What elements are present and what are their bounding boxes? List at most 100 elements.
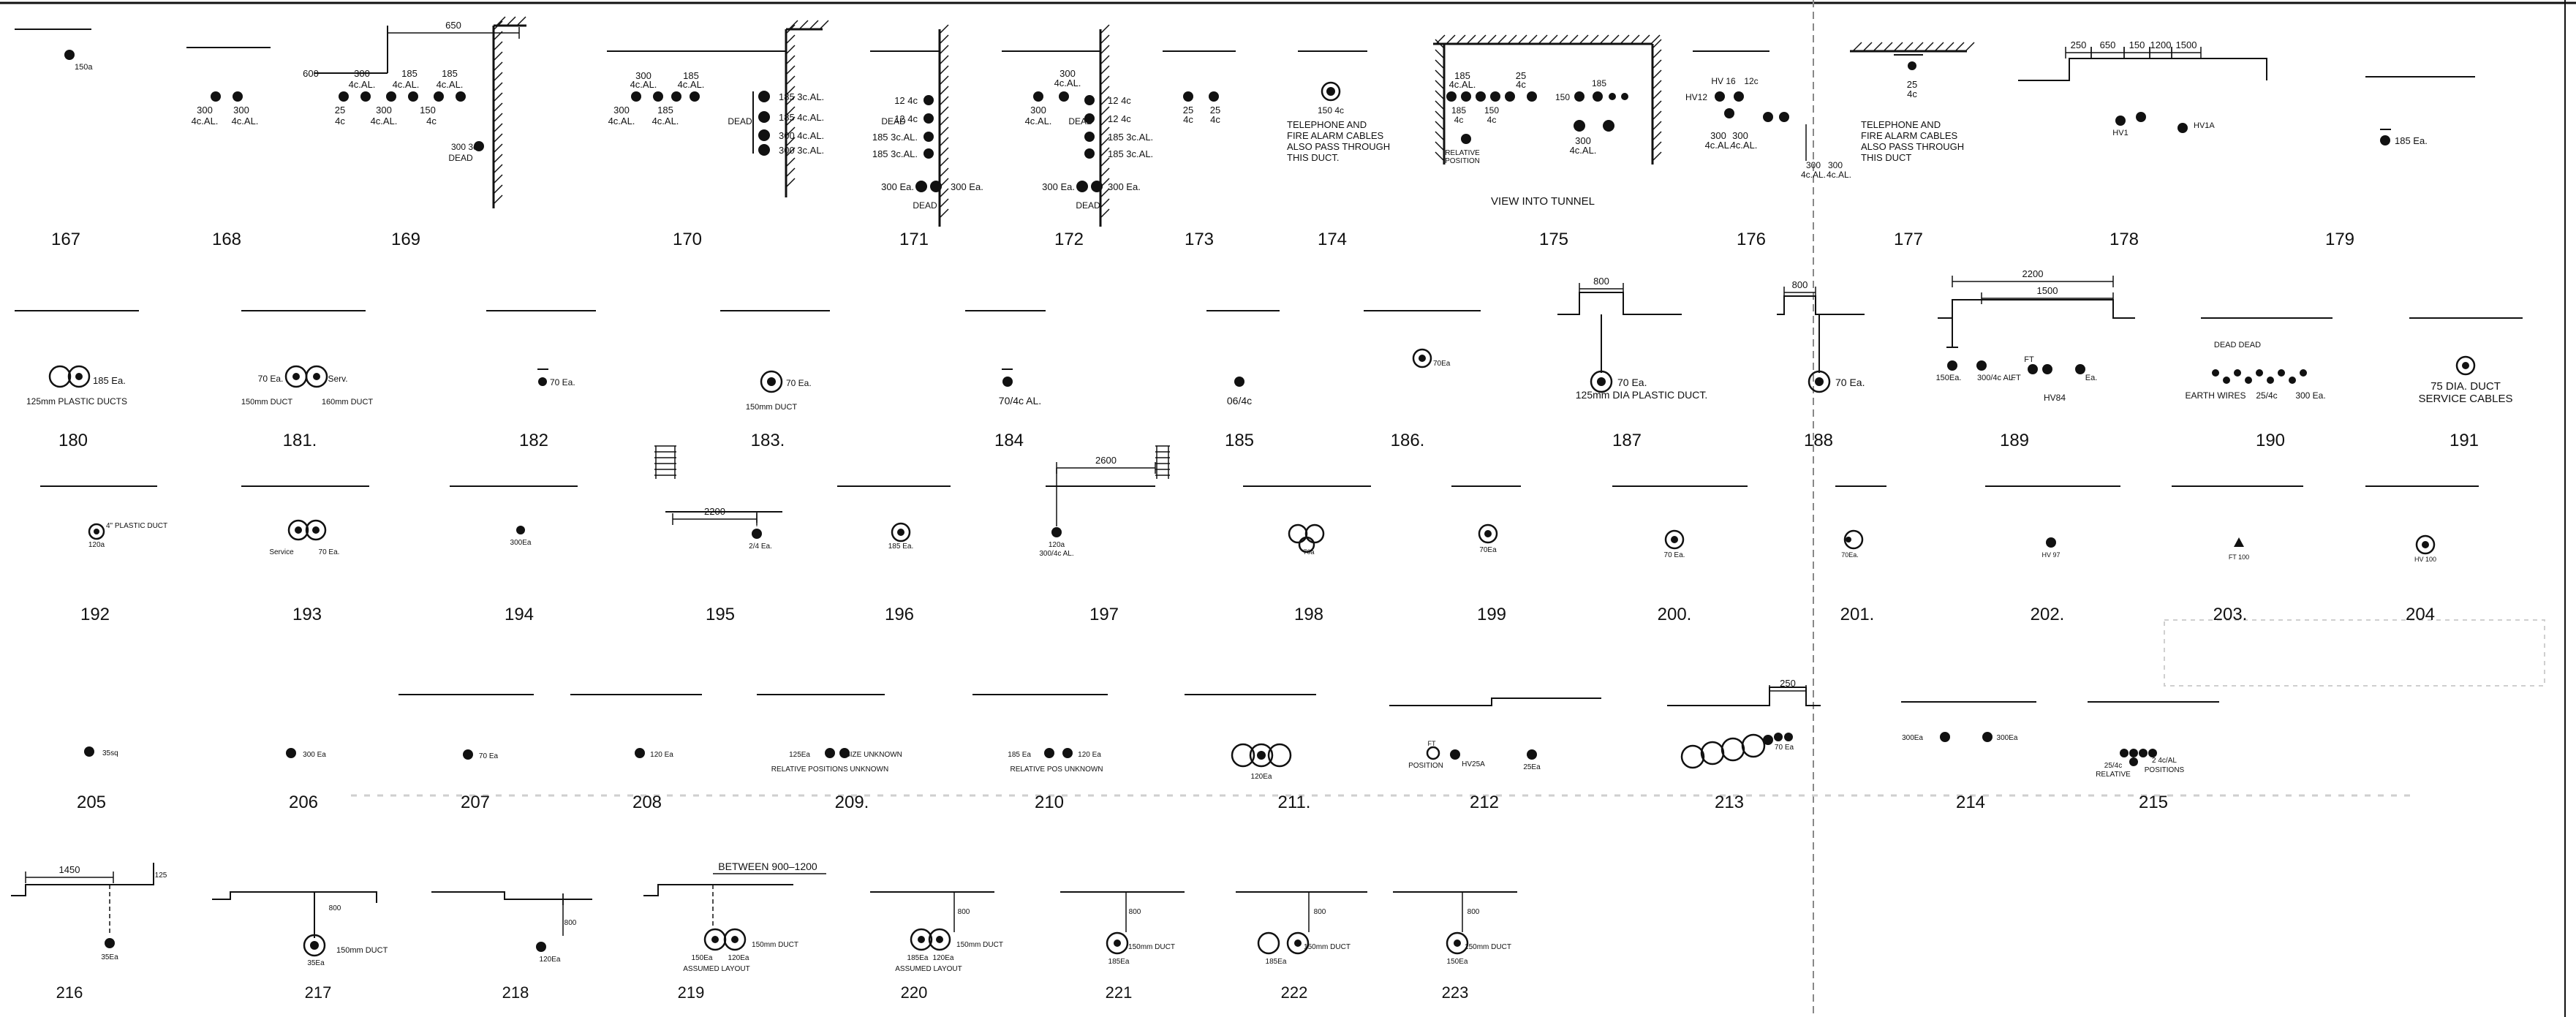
cable-dot [1257,751,1266,760]
wall-hatch [785,45,796,55]
trench-outline [212,891,377,903]
roof-hatch [1538,34,1548,45]
cable-dot [2075,364,2085,374]
cable-label: 2 4c/AL [2152,757,2177,765]
wall-hatch [1652,100,1662,110]
wall-hatch [785,116,796,126]
cable-label: 300 [197,105,213,116]
cable-label: 4c [1183,114,1193,125]
duct-circle [1590,370,1613,393]
cable-label: 150mm DUCT [956,941,1003,949]
cable-dot [839,748,850,758]
duct-circle [305,365,328,388]
cable-label: ASSUMED LAYOUT [895,965,962,973]
section-number: 189 [2000,431,2029,450]
wall-hatch [493,113,503,123]
cable-dot [1527,91,1537,102]
cable-label: 150 [1555,92,1570,102]
note-text: ALSO PASS THROUGH [1287,141,1390,152]
wall-hatch [1652,110,1662,121]
cable-label: 12 4c [1108,95,1131,106]
wall-hatch [1435,80,1445,90]
section-number: 206 [289,793,318,812]
roof-hatch [1446,34,1456,45]
cable-dot [434,91,444,102]
roof-hatch [1456,34,1466,45]
cable-label: 125mm DIA PLASTIC DUCT. [1576,389,1708,401]
cable-label: POSITION [1408,762,1443,770]
roof-hatch [809,20,819,30]
trench-outline [1557,292,1682,315]
wall-hatch [493,164,503,174]
cable-label: 25 [1183,105,1193,116]
cable-label: 120Ea [540,956,561,964]
cable-dot [386,91,396,102]
cable-label: 4c.AL. [1570,145,1597,156]
cable-dot [1527,749,1537,760]
cable-dot [897,529,904,536]
cable-dot [1461,134,1471,144]
cable-dot [1574,91,1584,102]
cable-label: HV1A [2194,121,2215,130]
cable-label: 185 Ea. [888,542,913,551]
dimension-label: BETWEEN 900–1200 [718,861,817,872]
cable-label: 125mm PLASTIC DUCTS [26,396,127,407]
cable-dot [2300,369,2307,377]
cable-label: 300Ea [1902,734,1923,742]
dimension-label: 800 [1468,908,1480,916]
cable-dot [2422,541,2429,548]
cable-label: 185 [683,70,699,81]
duct-circle [1412,348,1432,368]
roof-hatch [1630,34,1640,45]
cable-label: 12 4c [894,113,918,124]
wall-hatch [1100,45,1110,55]
wall-hatch [1435,100,1445,110]
cable-label: 150mm DUCT [1304,943,1351,951]
cable-label: 185 [1454,70,1470,81]
cable-label: 150Ea. [1936,374,1962,382]
wall-hatch [939,208,949,219]
cable-dot [1597,377,1606,386]
roof-hatch [1862,42,1873,52]
cable-label: 300 [233,105,249,116]
cable-label: RELATIVE [1445,149,1480,157]
cable-label: 70Ea. [1841,551,1859,559]
cable-label: 120 Ea [650,751,673,759]
cable-label: 4c [1454,115,1464,125]
cable-dot [923,95,934,105]
cable-dot [463,749,473,760]
cable-label: DEAD [881,116,906,126]
cable-dot [313,373,320,380]
section-200: 70 Ea.200. [1612,485,1748,624]
cable-label: 150Ea [692,954,713,962]
section-number: 214 [1956,793,1985,812]
cable-label: Service [269,548,294,556]
wall-hatch [1652,49,1662,59]
cable-label: 06/4c [1227,395,1252,407]
section-number: 209. [835,793,869,812]
cable-label: 300 [376,105,392,116]
cable-label: Serv. [328,374,347,384]
section-number: 173 [1185,230,1214,249]
duct-circle [760,370,783,393]
cable-label: FT [1428,740,1436,747]
cable-dot [2028,364,2038,374]
duct-circle [88,523,105,540]
section-number: 221 [1106,983,1133,1002]
roof-hatch [1620,34,1630,45]
cable-label: 150mm DUCT [1128,943,1175,951]
roof-hatch [1914,42,1924,52]
wall-hatch [785,34,796,45]
cable-label: 185Ea [1266,958,1287,966]
section-number: 179 [2325,230,2354,249]
